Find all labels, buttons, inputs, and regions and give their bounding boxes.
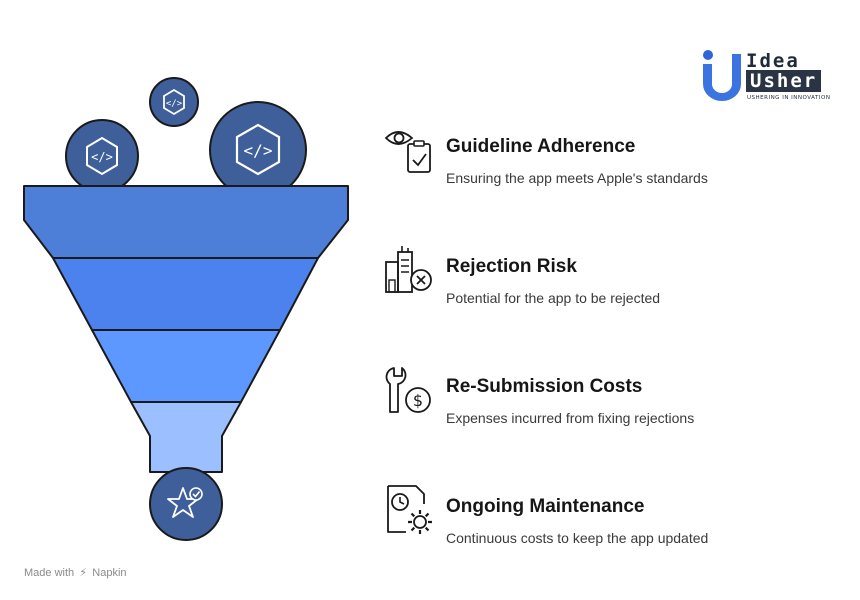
item-description: Expenses incurred from fixing rejections bbox=[446, 410, 695, 426]
code-bubble-large: </> bbox=[209, 101, 307, 199]
svg-text:$: $ bbox=[413, 391, 423, 410]
funnel-layer-3 bbox=[91, 329, 281, 403]
logo-word-idea: Idea bbox=[746, 50, 800, 72]
eye-clipboard-icon bbox=[384, 131, 431, 173]
logo-tagline: USHERING IN INNOVATION bbox=[747, 95, 831, 101]
list-item-ongoing-maintenance: Ongoing Maintenance Continuous costs to … bbox=[384, 484, 824, 554]
made-with-napkin-footer: Made with ⚡ Napkin bbox=[24, 566, 127, 579]
funnel-layer-2 bbox=[52, 257, 319, 331]
item-description: Ensuring the app meets Apple's standards bbox=[446, 170, 708, 186]
logo-word-usher: Usher bbox=[746, 70, 822, 92]
svg-text:</>: </> bbox=[244, 141, 273, 160]
idea-usher-logo: Idea Usher USHERING IN INNOVATION bbox=[700, 46, 840, 106]
svg-text:</>: </> bbox=[166, 99, 183, 109]
list-item-guideline-adherence: Guideline Adherence Ensuring the app mee… bbox=[384, 124, 824, 194]
funnel-layer-1 bbox=[23, 185, 349, 259]
item-title: Rejection Risk bbox=[446, 256, 577, 277]
footer-made-with: Made with bbox=[24, 567, 75, 579]
funnel-spout bbox=[130, 401, 242, 473]
napkin-logo-icon: ⚡ bbox=[79, 567, 88, 579]
code-bubble-small: </> bbox=[149, 77, 199, 127]
item-description: Continuous costs to keep the app updated bbox=[446, 530, 709, 546]
rejected-building-icon bbox=[385, 246, 432, 293]
list-item-rejection-risk: Rejection Risk Potential for the app to … bbox=[384, 244, 824, 314]
item-title: Guideline Adherence bbox=[446, 136, 636, 157]
logo-mark-icon bbox=[703, 50, 741, 101]
star-check-bubble bbox=[149, 467, 223, 541]
svg-text:</>: </> bbox=[91, 150, 113, 164]
list-item-resubmission-costs: $ Re-Submission Costs Expenses incurred … bbox=[384, 364, 824, 434]
item-description: Potential for the app to be rejected bbox=[446, 290, 661, 306]
wrench-dollar-icon: $ bbox=[385, 367, 431, 413]
code-bubble-left: </> bbox=[65, 119, 139, 193]
item-title: Ongoing Maintenance bbox=[446, 496, 645, 517]
item-title: Re-Submission Costs bbox=[446, 376, 643, 397]
clock-gear-document-icon bbox=[387, 485, 432, 534]
footer-brand: Napkin bbox=[92, 567, 127, 579]
